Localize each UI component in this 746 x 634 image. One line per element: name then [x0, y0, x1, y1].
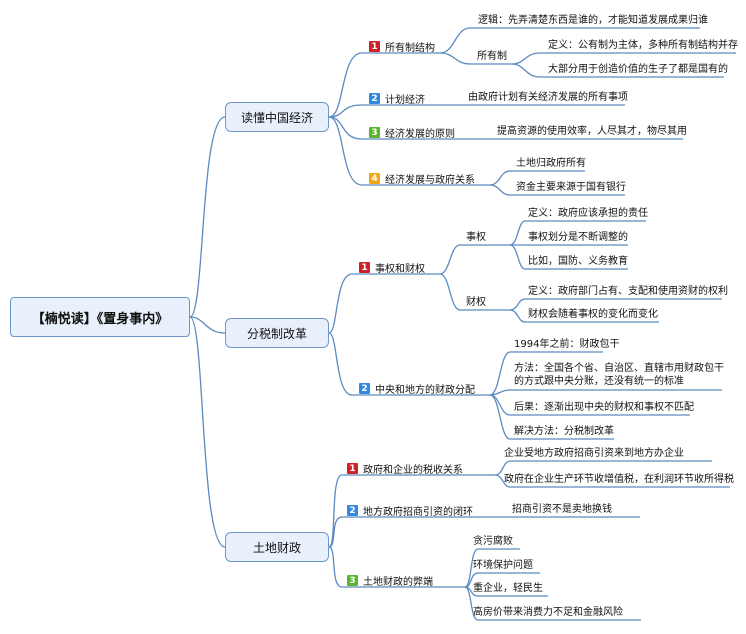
connector-drawback-1: [464, 548, 520, 588]
leaf-before-1994: 1994年之前：财政包干: [514, 339, 620, 350]
connector-funds: [489, 184, 625, 196]
leaf-ownership-definition: 定义：公有制为主体，多种所有制结构并存: [548, 40, 738, 51]
topic-economy-government: 4 经济发展与政府关系: [369, 171, 475, 186]
connector-before1994: [489, 351, 603, 396]
topic-central-local-allocation: 2 中央和地方的财政分配: [359, 381, 475, 396]
topic-label: 计划经济: [385, 95, 425, 106]
leaf-method: 方法：全国各个省、自治区、直辖市用财政包干的方式跟中央分账，还没有统一的标准: [514, 363, 724, 387]
leaf-caiquan-change: 财权会随着事权的变化而变化: [528, 309, 658, 320]
topic-label: 政府和企业的税收关系: [363, 465, 463, 476]
leaf-tax-collection: 政府在企业生产环节收增值税，在利润环节收所得税: [504, 474, 734, 485]
leaf-caiquan-definition: 定义：政府部门占有、支配和使用资财的权利: [528, 286, 728, 297]
connector-b3-sub1: [328, 474, 495, 548]
leaf-planned-economy: 由政府计划有关经济发展的所有事项: [468, 92, 628, 103]
topic-label: 经济发展的原则: [385, 129, 455, 140]
topic-label: 地方政府招商引资的闭环: [363, 507, 473, 518]
connector-caiquan: [439, 273, 510, 311]
leaf-logic: 逻辑：先弄清楚东西是谁的，才能知道发展成果归谁: [478, 15, 708, 26]
connector-land: [489, 170, 585, 186]
connector-drawback-2: [464, 572, 540, 588]
connector-b1-sub2: [328, 104, 450, 118]
leaf-enterprise-attracted: 企业受地方政府招商引资来到地方办企业: [504, 448, 684, 459]
number-badge: 2: [359, 383, 370, 394]
number-badge: 1: [347, 463, 358, 474]
topic-planned-economy: 2 计划经济: [369, 91, 425, 106]
branch-economy: 读懂中国经济: [225, 102, 329, 132]
topic-label: 事权和财权: [375, 264, 425, 275]
connector-b1-sub3: [328, 116, 485, 140]
connector-shiquan: [439, 244, 510, 275]
connector-b2-sub2: [328, 332, 490, 396]
leaf-environment: 环境保护问题: [473, 560, 533, 571]
topic-label: 经济发展与政府关系: [385, 175, 475, 186]
connector-b3-sub2: [328, 516, 505, 548]
leaf-housing-risk: 高房价带来消费力不足和金融风险: [473, 607, 623, 618]
topic-ownership-structure: 1 所有制结构: [369, 39, 435, 54]
connector-root-branch-1: [189, 116, 226, 318]
node-caiquan: 财权: [466, 297, 486, 308]
connector-root-branch-3: [189, 316, 226, 548]
number-badge: 4: [369, 173, 380, 184]
number-badge: 1: [359, 262, 370, 273]
topic-gov-enterprise-tax: 1 政府和企业的税收关系: [347, 461, 463, 476]
number-badge: 3: [369, 127, 380, 138]
topic-investment-loop: 2 地方政府招商引资的闭环: [347, 503, 473, 518]
connector-caiquan-change: [509, 309, 659, 323]
topic-label: 土地财政的弊端: [363, 577, 433, 588]
leaf-not-land-sale: 招商引资不是卖地换钱: [512, 504, 612, 515]
connector-shiquan-def: [509, 220, 646, 246]
connector-ownership: [439, 52, 512, 65]
topic-label: 所有制结构: [385, 43, 435, 54]
leaf-enterprise-over-welfare: 重企业，轻民生: [473, 583, 543, 594]
leaf-land-owned: 土地归政府所有: [516, 158, 586, 169]
leaf-shiquan-definition: 定义：政府应该承担的责任: [528, 208, 648, 219]
node-ownership: 所有制: [477, 51, 507, 62]
connector-root-branch-2: [189, 316, 226, 334]
connector-method: [489, 389, 722, 396]
connector-shiquan-example: [509, 244, 628, 270]
connector-drawback-4: [464, 586, 641, 621]
node-shiquan: 事权: [466, 232, 486, 243]
connector-b3-sub3: [328, 546, 465, 588]
number-badge: 3: [347, 575, 358, 586]
topic-development-principle: 3 经济发展的原则: [369, 125, 455, 140]
connector-tax-1: [494, 460, 712, 476]
connector-tax-2: [494, 474, 730, 488]
leaf-solution: 解决方法：分税制改革: [514, 426, 614, 437]
connector-caiquan-def: [509, 298, 722, 311]
connector-b2-sub1: [328, 273, 440, 334]
leaf-corruption: 贪污腐败: [473, 536, 513, 547]
connector-ownership-def: [511, 52, 736, 65]
topic-land-finance-drawbacks: 3 土地财政的弊端: [347, 573, 433, 588]
leaf-shiquan-adjustment: 事权划分是不断调整的: [528, 232, 628, 243]
connector-logic: [439, 27, 700, 54]
number-badge: 1: [369, 41, 380, 52]
connector-ownership-most: [511, 63, 724, 78]
connector-b1-sub1: [328, 52, 440, 118]
connector-solution: [489, 394, 614, 440]
leaf-consequence: 后果：逐渐出现中央的财权和事权不匹配: [514, 402, 694, 413]
connector-b1-sub4: [328, 116, 490, 186]
root-node: 【楠悦读】《置身事内》: [10, 297, 190, 337]
branch-land-finance: 土地财政: [225, 532, 329, 562]
leaf-funds-source: 资金主要来源于国有银行: [516, 182, 626, 193]
number-badge: 2: [347, 505, 358, 516]
number-badge: 2: [369, 93, 380, 104]
topic-label: 中央和地方的财政分配: [375, 385, 475, 396]
leaf-shiquan-example: 比如，国防、义务教育: [528, 256, 628, 267]
leaf-ownership-state: 大部分用于创造价值的生子了都是国有的: [548, 64, 728, 75]
leaf-principle: 提高资源的使用效率，人尽其才，物尽其用: [497, 126, 687, 137]
branch-tax-reform: 分税制改革: [225, 318, 329, 348]
topic-powers-and-finance: 1 事权和财权: [359, 260, 425, 275]
